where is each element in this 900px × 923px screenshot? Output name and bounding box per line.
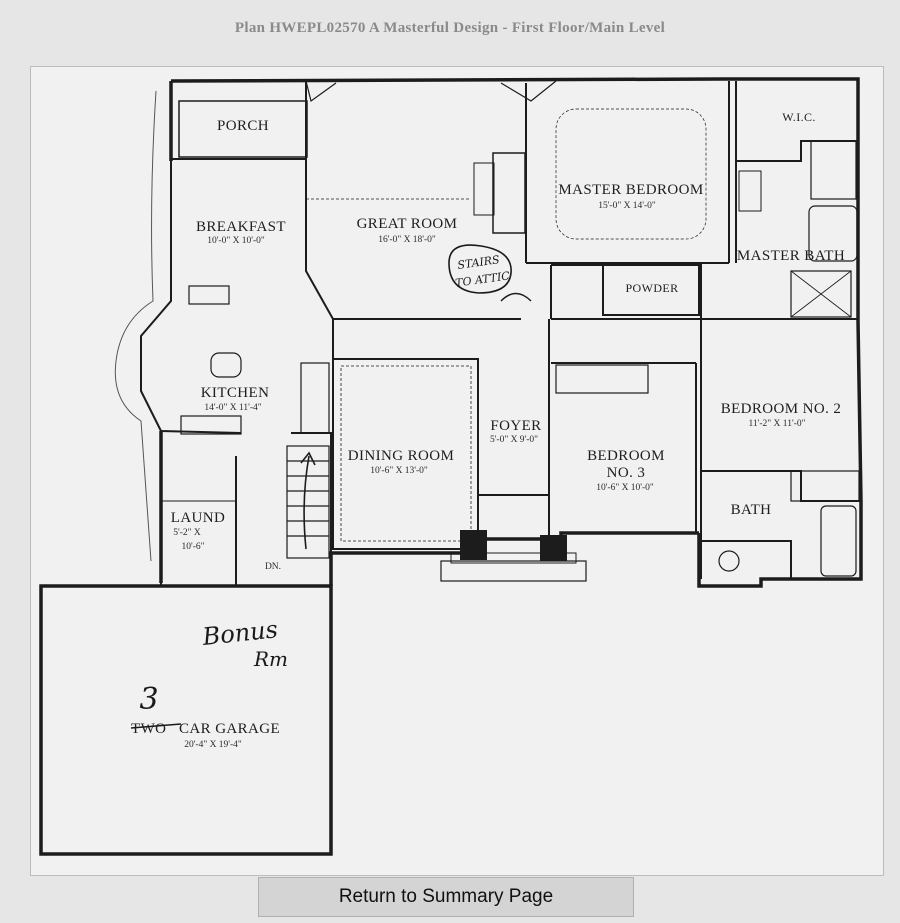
foyer-dims: 5'-0" X 9'-0"	[490, 435, 538, 445]
page-title: Plan HWEPL02570 A Masterful Design - Fir…	[234, 20, 666, 36]
dining-room-dims: 10'-6" X 13'-0"	[370, 466, 428, 476]
laund-dims-line1: 5'-2" X	[173, 528, 201, 538]
master-bedroom-dims: 15'-0" X 14'-0"	[598, 201, 656, 211]
breakfast-dims: 10'-0" X 10'-0"	[207, 236, 265, 246]
return-to-summary-button[interactable]: Return to Summary Page	[258, 877, 634, 917]
bedroom2-label: BEDROOM NO. 2	[721, 401, 842, 417]
foyer-label: FOYER	[490, 418, 541, 434]
exterior-walls	[39, 77, 863, 856]
great-room-label: GREAT ROOM	[357, 216, 458, 232]
wic-label: W.I.C.	[782, 110, 816, 124]
garage-dims: 20'-4" X 19'-4"	[184, 740, 242, 750]
master-bath-label: MASTER BATH	[737, 248, 845, 264]
laund-dims-line2: 10'-6"	[181, 542, 204, 552]
stair-down-label: DN.	[265, 562, 281, 572]
bath-label: BATH	[731, 502, 772, 518]
stairs	[286, 445, 330, 559]
master-bedroom-label: MASTER BEDROOM	[558, 182, 703, 198]
handwritten-bonus-2: Rm	[253, 647, 288, 671]
garage-label: CAR GARAGE	[179, 721, 280, 737]
floor-plan: PORCH BREAKFAST 10'-0" X 10'-0" GREAT RO…	[39, 77, 863, 856]
bedroom2-dims: 11'-2" X 11'-0"	[749, 419, 806, 429]
floor-plan-sheet: PORCH BREAKFAST 10'-0" X 10'-0" GREAT RO…	[30, 66, 884, 876]
bedroom3-label-line1: BEDROOM	[587, 448, 665, 464]
great-room-dims: 16'-0" X 18'-0"	[378, 235, 436, 245]
dining-room-label: DINING ROOM	[348, 448, 454, 464]
handwritten-stairs-note-1: STAIRS	[457, 253, 501, 272]
breakfast-label: BREAKFAST	[196, 219, 286, 235]
laund-label: LAUND	[171, 510, 226, 526]
handwritten-bonus-1: Bonus	[200, 615, 279, 651]
porch-label: PORCH	[217, 118, 269, 134]
handwritten-garage-number: 3	[139, 682, 158, 717]
kitchen-dims: 14'-0" X 11'-4"	[204, 403, 261, 413]
powder-label: POWDER	[625, 281, 678, 295]
kitchen-label: KITCHEN	[201, 385, 270, 401]
garage-struck-word: TWO	[131, 721, 166, 737]
bedroom3-dims: 10'-6" X 10'-0"	[596, 483, 654, 493]
bedroom3-label-line2: NO. 3	[607, 465, 646, 481]
